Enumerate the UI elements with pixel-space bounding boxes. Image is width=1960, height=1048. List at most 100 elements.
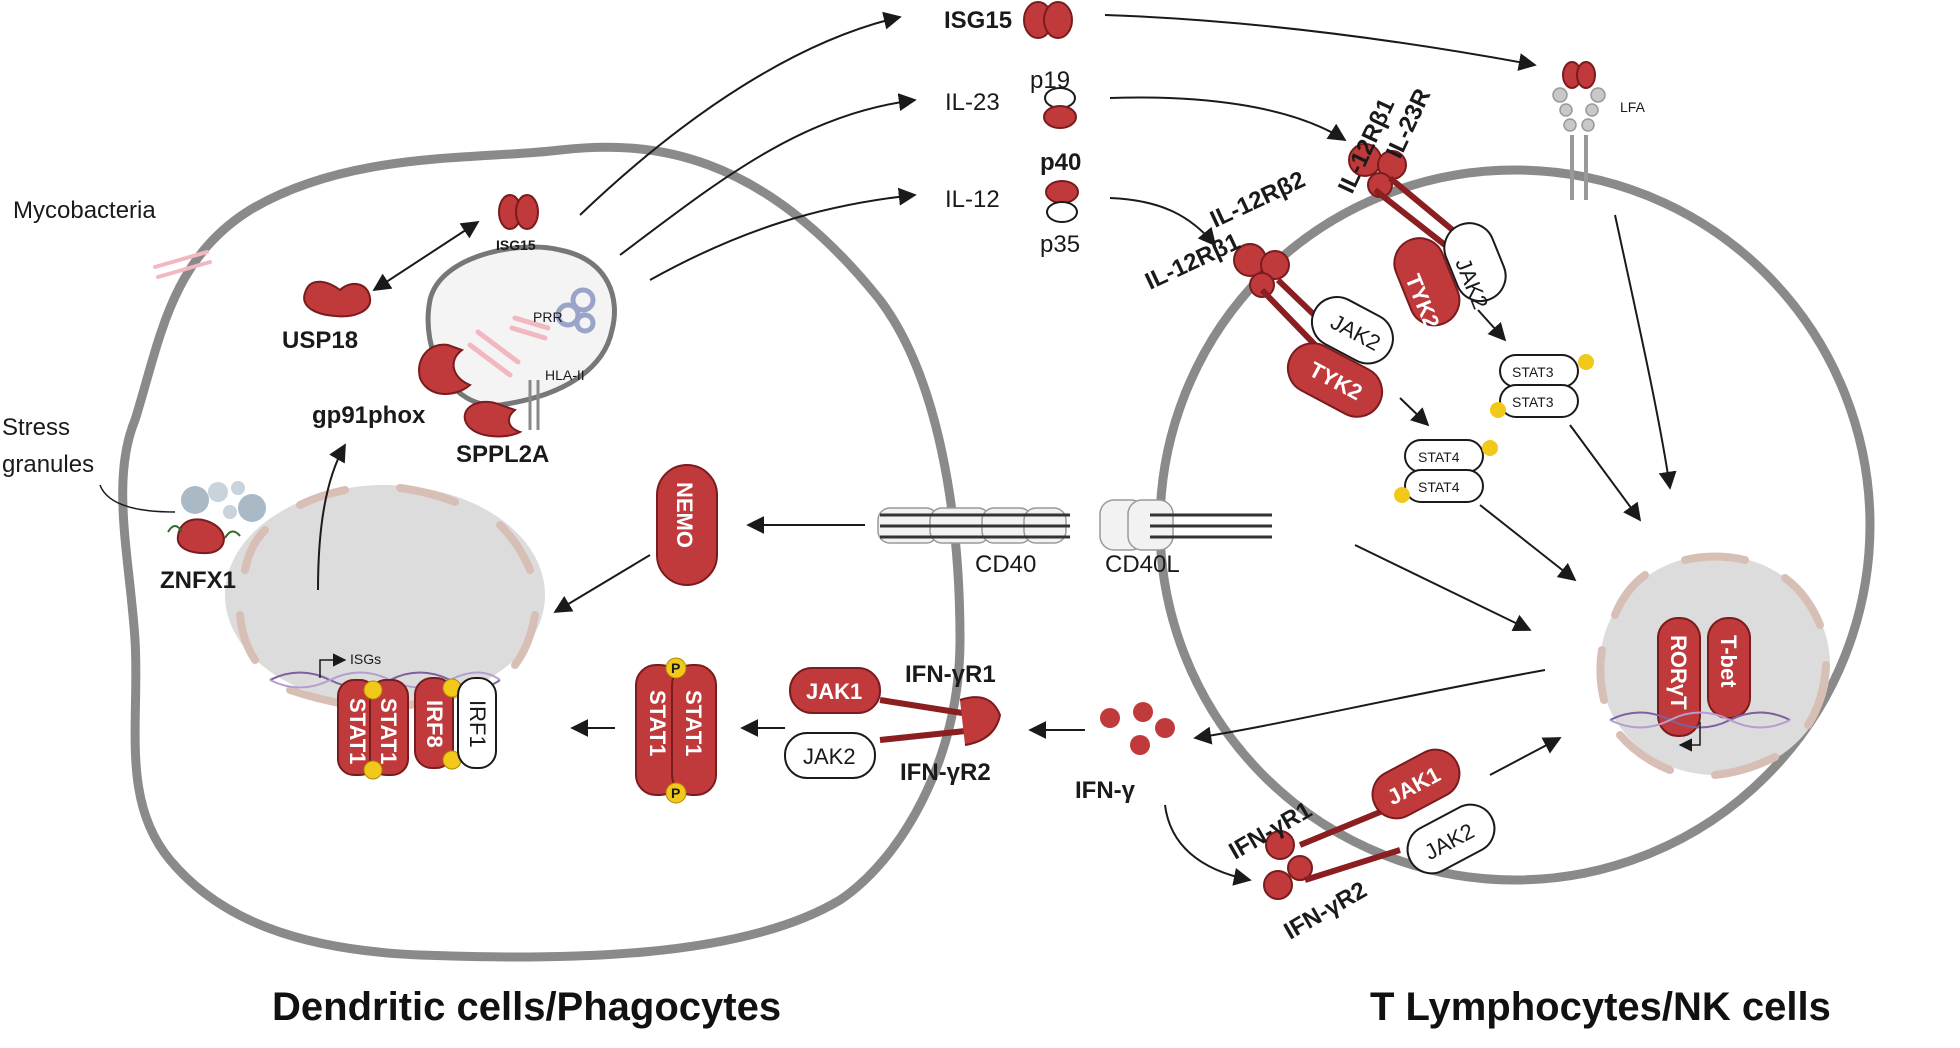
rorgt-label: RORγT — [1666, 635, 1691, 710]
t-lymphocytes-title: T Lymphocytes/NK cells — [1370, 985, 1831, 1029]
irf8-label: IRF8 — [422, 700, 447, 748]
stat3-label-a: STAT3 — [1512, 364, 1554, 380]
il23r-receptor-icon — [1348, 143, 1457, 248]
il23-label: IL-23 — [945, 89, 1000, 116]
jak2-mid-icon — [1310, 296, 1394, 365]
ifng-label: IFN-γ — [1075, 777, 1136, 804]
jak1-t-to-nucleus-arrow — [1489, 737, 1562, 776]
t-cell-ifng-secretion-arrow — [1193, 669, 1546, 745]
ifng-ligand-icon — [1100, 702, 1175, 755]
ifngr1-dc-label: IFN-γR1 — [905, 661, 996, 688]
stat1-nuclear-label-1: STAT1 — [345, 698, 370, 764]
nucleus-to-gp91phox-arrow — [317, 443, 346, 591]
isg15-to-lfa-arrow — [1104, 14, 1537, 71]
rorgt-icon — [1657, 617, 1701, 737]
tyk2-top-icon — [1393, 237, 1461, 327]
isgs-label: ISGs — [350, 651, 381, 667]
usp18-label: USP18 — [282, 327, 358, 354]
nemo-to-nucleus-arrow — [553, 554, 651, 613]
isg15-small-icon — [498, 194, 539, 230]
lfa-to-nucleus-arrow — [1614, 214, 1677, 490]
tbet-label: T-bet — [1716, 635, 1741, 688]
hla-ii-icon — [528, 380, 540, 430]
p35-label: p35 — [1040, 231, 1080, 258]
znfx1-icon — [167, 518, 241, 555]
stat4-label-b: STAT4 — [1418, 479, 1460, 495]
cd40-label: CD40 — [975, 551, 1036, 578]
prr-label: PRR — [533, 309, 563, 325]
jak1-dc-label: JAK1 — [806, 679, 862, 704]
tyk2-to-stat4-arrow — [1399, 397, 1430, 427]
ifngr-t-receptor-icon — [1263, 807, 1401, 900]
isg15-small-label: ISG15 — [496, 237, 536, 253]
stress-granules-icon — [181, 481, 266, 522]
ifng-to-t-receptor-arrow — [1164, 804, 1252, 886]
stat1-nuclear-dimer-icon — [337, 679, 409, 780]
p40-subunit-il12-icon — [1045, 180, 1079, 204]
gp91phox-label: gp91phox — [312, 402, 426, 429]
isg15-icon — [1023, 1, 1073, 39]
jak2-dc-label: JAK2 — [803, 744, 856, 769]
t-gene-arrow-icon — [1678, 722, 1701, 752]
tyk2-mid-icon — [1286, 342, 1384, 418]
jak1-dc-icon — [789, 667, 881, 714]
stat1-cytoplasmic-dimer-icon — [635, 657, 717, 804]
mycobacteria-icon — [153, 250, 212, 279]
il12-to-receptor-arrow — [1109, 197, 1217, 247]
stat3-to-nucleus-arrow — [1569, 424, 1642, 522]
stress-granules-label-2: granules — [2, 451, 94, 478]
cd40-receptor-icon — [877, 507, 1070, 544]
stat3-dimer-icon — [1490, 354, 1594, 418]
lfa-icon — [1552, 61, 1606, 200]
usp18-isg15-arrow — [372, 221, 480, 291]
tyk2-to-stat3-arrow — [1477, 309, 1507, 342]
stat3-label-b: STAT3 — [1512, 394, 1554, 410]
cd40l-to-nucleus-arrow — [1354, 544, 1532, 632]
stat1-nuclear-label-2: STAT1 — [376, 698, 401, 764]
gp91phox-icon — [418, 343, 472, 396]
p-label-stat1-top: P — [671, 660, 680, 676]
il23-to-receptor-arrow — [1109, 96, 1347, 141]
ifngr2-t-label: IFN-γR2 — [1280, 876, 1372, 945]
il12-secretion-arrow — [649, 187, 917, 281]
il23-secretion-arrow — [619, 93, 917, 256]
isg15-label: ISG15 — [944, 7, 1012, 34]
dc-nucleus — [225, 484, 545, 709]
p40-subunit-il23-icon — [1043, 105, 1077, 129]
il12rb1-label: IL-12Rβ1 — [1141, 228, 1244, 295]
p-label-stat1-bottom: P — [671, 785, 680, 801]
lfa-label: LFA — [1620, 99, 1646, 115]
cd40l-ligand-icon — [1099, 499, 1272, 551]
stress-granules-label: Stress — [2, 414, 70, 441]
p40-label: p40 — [1040, 149, 1081, 176]
dendritic-cell-membrane — [118, 142, 965, 962]
mycobacteria-label: Mycobacteria — [13, 197, 156, 224]
isg15-secretion-arrow — [579, 11, 902, 216]
stat4-dimer-icon — [1394, 439, 1498, 503]
jak1-t-icon — [1371, 748, 1461, 820]
jak2-t-icon — [1406, 803, 1496, 875]
cd40l-label: CD40L — [1105, 551, 1180, 578]
hla-ii-label: HLA-II — [545, 367, 585, 383]
dendritic-cells-title: Dendritic cells/Phagocytes — [272, 985, 781, 1029]
ifngr2-dc-label: IFN-γR2 — [900, 759, 991, 786]
prr-icon — [555, 287, 596, 334]
isgs-gene-arrow-icon — [319, 653, 347, 678]
nemo-label: NEMO — [672, 482, 697, 548]
jak2-top-icon — [1443, 222, 1507, 302]
znfx1-label: ZNFX1 — [160, 567, 236, 594]
il12-label: IL-12 — [945, 186, 1000, 213]
tbet-icon — [1707, 617, 1751, 719]
usp18-icon — [303, 280, 372, 318]
sppl2a-icon — [463, 400, 523, 438]
nemo-icon — [656, 464, 718, 586]
jak2-dc-icon — [784, 732, 876, 779]
sppl2a-label: SPPL2A — [456, 441, 549, 468]
stat1-cytoplasmic-label-1: STAT1 — [645, 690, 670, 756]
p35-subunit-icon — [1046, 201, 1078, 223]
irf8-icon — [414, 677, 462, 770]
il12rb2-label: IL-12Rβ2 — [1206, 166, 1309, 233]
irf1-icon — [457, 677, 497, 769]
irf1-label: IRF1 — [465, 700, 490, 748]
